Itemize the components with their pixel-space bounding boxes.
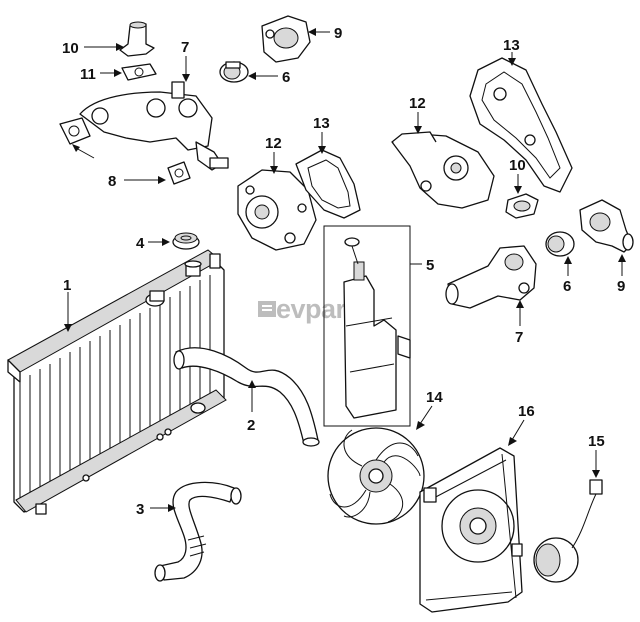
leader-lines bbox=[64, 28, 626, 512]
water-pump-right[interactable] bbox=[391, 131, 495, 209]
water-outlet-right[interactable] bbox=[505, 193, 539, 219]
upper-radiator-hose[interactable] bbox=[173, 347, 320, 447]
radiator[interactable] bbox=[7, 249, 227, 515]
thermostat-housing-upper[interactable] bbox=[261, 15, 311, 63]
callout-7-right: 7 bbox=[515, 329, 523, 346]
callout-15: 15 bbox=[588, 433, 605, 450]
callout-12-right: 12 bbox=[409, 95, 426, 112]
callout-14: 14 bbox=[426, 389, 443, 406]
manifold-gasket-large[interactable] bbox=[59, 117, 91, 145]
callout-8: 8 bbox=[108, 173, 116, 190]
callout-6-upper: 6 bbox=[282, 69, 290, 86]
water-pump-center[interactable] bbox=[237, 169, 317, 251]
timing-cover-gasket[interactable] bbox=[469, 57, 573, 193]
callout-9-upper: 9 bbox=[334, 25, 342, 42]
coolant-reservoir[interactable] bbox=[323, 225, 411, 427]
thermostat-right[interactable] bbox=[545, 231, 575, 257]
callout-3: 3 bbox=[136, 501, 144, 518]
callout-9-right: 9 bbox=[617, 278, 625, 295]
callout-5: 5 bbox=[426, 257, 434, 274]
callout-10-right: 10 bbox=[509, 157, 526, 174]
callout-13-right: 13 bbox=[503, 37, 520, 54]
manifold-gasket-small[interactable] bbox=[167, 161, 191, 185]
callout-11: 11 bbox=[80, 66, 96, 83]
lower-radiator-hose[interactable] bbox=[154, 481, 242, 582]
callout-12-center: 12 bbox=[265, 135, 282, 152]
fan-motor[interactable] bbox=[533, 479, 603, 583]
callout-10-upper: 10 bbox=[62, 40, 79, 57]
callout-2: 2 bbox=[247, 417, 255, 434]
callout-labels: 10 11 7 9 6 8 12 13 13 12 10 4 1 5 6 9 7… bbox=[62, 25, 625, 518]
callout-4: 4 bbox=[136, 235, 145, 252]
thermostat-housing-assembly[interactable] bbox=[445, 245, 537, 309]
coolant-manifold[interactable] bbox=[79, 81, 229, 171]
water-outlet-upper[interactable] bbox=[119, 21, 155, 57]
radiator-cap[interactable] bbox=[172, 232, 200, 250]
callout-1: 1 bbox=[63, 277, 71, 294]
outlet-gasket-upper[interactable] bbox=[121, 63, 157, 81]
thermostat-upper[interactable] bbox=[219, 61, 249, 83]
cooling-fan-blade[interactable] bbox=[327, 427, 425, 525]
fan-shroud[interactable] bbox=[419, 447, 523, 613]
callout-7-upper: 7 bbox=[181, 39, 189, 56]
callout-6-right: 6 bbox=[563, 278, 571, 295]
callout-13-center: 13 bbox=[313, 115, 330, 132]
water-pump-gasket-center[interactable] bbox=[295, 149, 361, 219]
thermostat-housing-right[interactable] bbox=[579, 199, 634, 253]
callout-16: 16 bbox=[518, 403, 535, 420]
